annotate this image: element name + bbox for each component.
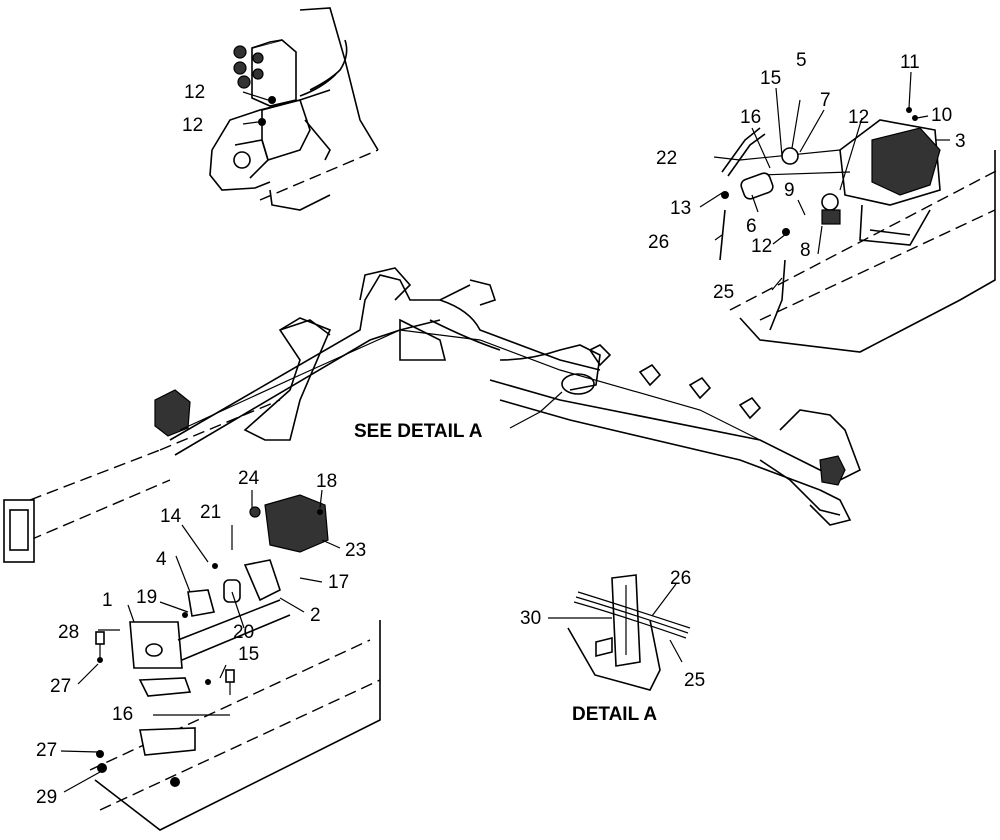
- callout-label: 15: [760, 68, 781, 89]
- callout-label: 27: [50, 676, 71, 697]
- callout-label: 20: [233, 622, 254, 643]
- top-left-inset: 12 12: [182, 7, 379, 211]
- callout-label: 8: [800, 240, 811, 261]
- callout-label: 10: [931, 105, 952, 126]
- callout-label: 25: [684, 670, 705, 691]
- callout-label: 29: [36, 787, 57, 808]
- callout-label: 12: [184, 82, 205, 103]
- callout-label: 30: [520, 608, 541, 629]
- top-right-inset: 11 15 5 7 10 16 3 12 22 13 9 6 26 12 8 2…: [648, 50, 999, 353]
- callout-label: 28: [58, 622, 79, 643]
- callout-label: 26: [670, 568, 691, 589]
- callout-label: 14: [160, 506, 182, 527]
- callout-label: 6: [746, 216, 757, 237]
- callout-label: 22: [656, 148, 677, 169]
- callout-label: 12: [751, 236, 772, 257]
- callout-label: 24: [238, 468, 260, 489]
- callout-label: 12: [182, 115, 203, 136]
- callout-label: 13: [670, 198, 691, 219]
- main-frame-assembly: SEE DETAIL A: [3, 267, 862, 563]
- callout-label: 23: [345, 540, 366, 561]
- callout-label: 3: [955, 131, 966, 152]
- callout-label: 2: [310, 605, 321, 626]
- see-detail-a-label: SEE DETAIL A: [354, 421, 483, 442]
- callout-label: 19: [136, 587, 157, 608]
- callout-label: 21: [200, 502, 221, 523]
- detail-a-caption: DETAIL A: [572, 704, 657, 725]
- callout-label: 17: [328, 572, 349, 593]
- callout-label: 1: [102, 590, 113, 611]
- callout-label: 4: [156, 549, 167, 570]
- callout-label: 16: [112, 704, 133, 725]
- callout-label: 27: [36, 740, 57, 761]
- callout-label: 9: [784, 180, 795, 201]
- callout-label: 11: [900, 52, 920, 73]
- callout-label: 5: [796, 50, 807, 71]
- bottom-left-exploded: 24 18 14 21 23 4 17 19 2 20 1 28 15 27 1…: [36, 468, 381, 831]
- callout-label: 18: [316, 471, 337, 492]
- callout-label: 7: [820, 90, 831, 111]
- detail-a-view: 26 30 25 DETAIL A: [520, 568, 705, 725]
- callout-label: 26: [648, 232, 669, 253]
- callout-label: 16: [740, 107, 761, 128]
- callout-label: 12: [848, 107, 869, 128]
- callout-label: 25: [713, 282, 734, 303]
- callout-label: 15: [238, 644, 259, 665]
